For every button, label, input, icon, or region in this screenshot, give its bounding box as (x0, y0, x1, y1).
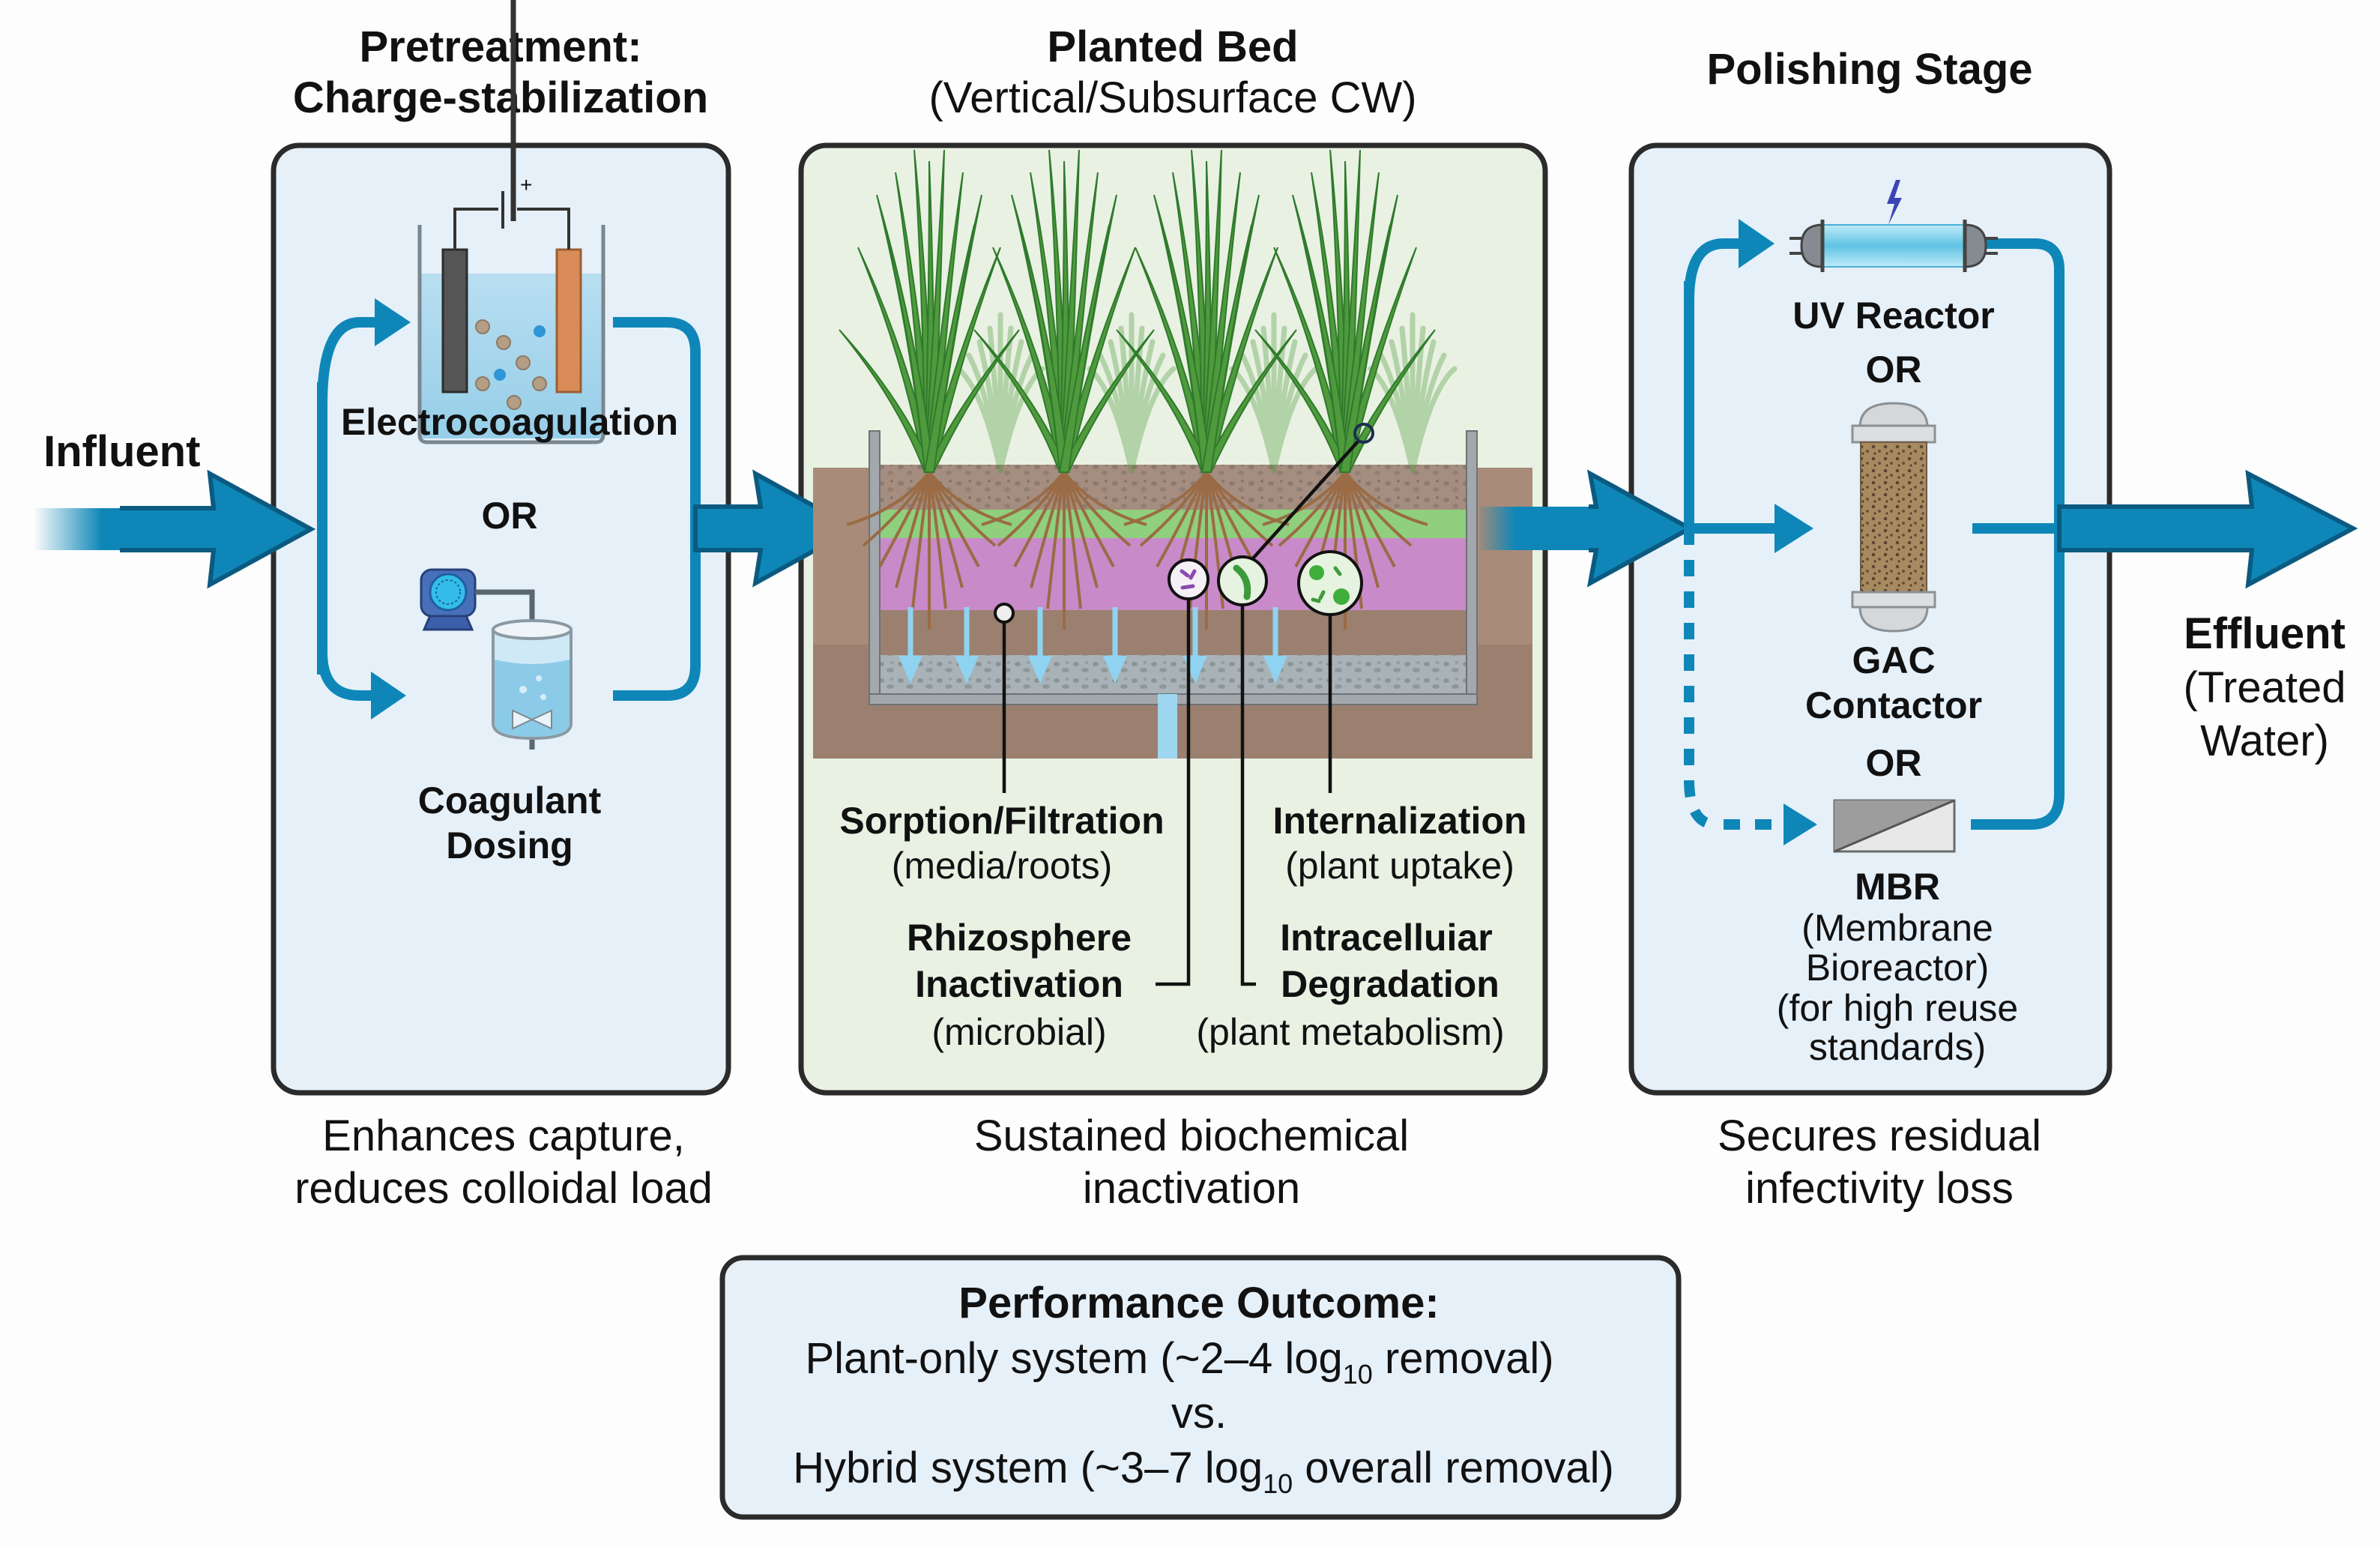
mbr-detail-line-4: standards) (1809, 1026, 1986, 1068)
downflow-arrow-icon (898, 607, 922, 684)
performance-hybrid: Hybrid system (~3–7 log10 overall remova… (793, 1444, 1614, 1499)
mixing-tank-icon (492, 619, 573, 741)
mechanism-sorption-name: Sorption/Filtration (839, 800, 1164, 842)
reed-plant-icon (1254, 149, 1436, 630)
performance-plant-only: Plant-only system (~2–4 log10 removal) (805, 1334, 1553, 1390)
planted-bed-caption-line-2: inactivation (1083, 1164, 1300, 1213)
membrane-module-icon (1833, 799, 1956, 853)
mechanism-leaders (994, 423, 1374, 986)
virus-icon (1168, 558, 1209, 600)
mechanism-rhizosphere-name-1: Rhizosphere (907, 917, 1132, 959)
flow-arrowhead (371, 672, 406, 720)
performance-vs: vs. (1171, 1389, 1227, 1438)
electrocoagulation-label: Electrocoagulation (341, 401, 678, 443)
polishing-title: Polishing Stage (1706, 45, 2032, 94)
influent-label: Influent (43, 427, 200, 476)
effluent-arrow (2057, 469, 2358, 589)
planted-bed-title: Planted Bed (1047, 22, 1298, 71)
electrocoagulation-cell-icon: + (417, 0, 605, 444)
drain-outlet-icon (1158, 694, 1177, 759)
flow-arrowhead (1784, 803, 1817, 845)
pretreatment-caption-line-1: Enhances capture, (322, 1112, 685, 1160)
performance-title: Performance Outcome: (958, 1279, 1439, 1327)
mechanism-rhizosphere-detail: (microbial) (931, 1011, 1106, 1053)
performance-outcome-box (719, 1255, 1682, 1520)
coagulant-dosing-label-line-1: Coagulant (418, 779, 602, 821)
polishing-flow-lines (1684, 219, 2065, 845)
reed-plant-icon (1368, 312, 1458, 474)
mbr-detail-line-3: (for high reuse (1777, 987, 2018, 1029)
downflow-arrow-icon (955, 607, 979, 684)
uv-lamp-icon (1789, 180, 1998, 272)
lightning-icon (1887, 180, 1902, 225)
mbr-label: MBR (1855, 866, 1940, 908)
reed-plants (839, 149, 1458, 630)
mechanism-internalization-detail: (plant uptake) (1285, 845, 1514, 887)
mechanism-intracellular-detail: (plant metabolism) (1196, 1011, 1504, 1053)
reed-plant-icon (1116, 149, 1297, 630)
effluent-sub-line-2: Water) (2200, 717, 2329, 765)
downflow-arrow-icon (1103, 607, 1127, 684)
mechanism-intracellular-name-1: Intracelluiar (1280, 917, 1492, 959)
particle-icon (994, 603, 1015, 624)
flow-arrow-to-planted-bed (693, 469, 860, 588)
pretreatment-title-line-1: Pretreatment: (359, 22, 641, 71)
gac-label-line-2: Contactor (1805, 684, 1982, 726)
reed-plant-icon (973, 149, 1155, 630)
polishing-or-2: OR (1866, 742, 1922, 784)
flow-arrow-to-polishing (1480, 469, 1695, 588)
planted-bed-subtitle: (Vertical/Subsurface CW) (928, 73, 1416, 122)
mechanism-internalization-name: Internalization (1273, 800, 1527, 842)
pretreatment-or: OR (482, 495, 538, 537)
pretreatment-caption-line-2: reduces colloidal load (295, 1164, 713, 1213)
polishing-or-1: OR (1866, 349, 1922, 390)
uv-reactor-label: UV Reactor (1792, 295, 1995, 337)
flow-arrowhead (375, 298, 411, 346)
mechanism-intracellular-name-2: Degradation (1281, 963, 1499, 1005)
pretreatment-title-line-2: Charge-stabilization (293, 73, 708, 122)
dosing-pump-icon (420, 568, 535, 750)
flow-arrowhead (1775, 504, 1813, 553)
reed-plant-icon (955, 312, 1045, 474)
coagulant-dosing-label-line-2: Dosing (446, 824, 573, 866)
effluent-label: Effluent (2184, 609, 2346, 658)
svg-text:+: + (520, 173, 532, 196)
effluent-sub-line-1: (Treated (2183, 663, 2346, 712)
reed-plant-icon (1087, 312, 1177, 474)
gac-label-line-1: GAC (1852, 639, 1935, 681)
mbr-detail-line-1: (Membrane (1801, 907, 1993, 949)
influent-arrow (34, 469, 316, 589)
mechanism-sorption-detail: (media/roots) (892, 845, 1113, 887)
polishing-caption-line-1: Secures residual (1718, 1112, 2041, 1160)
planted-bed-caption-line-1: Sustained biochemical (974, 1112, 1409, 1160)
mbr-detail-line-2: Bioreactor) (1806, 947, 1990, 989)
microbe-cluster-icon (1297, 550, 1363, 616)
polishing-caption-line-2: infectivity loss (1745, 1164, 2014, 1213)
reed-plant-icon (839, 149, 1020, 630)
pretreatment-panel (271, 142, 731, 1096)
reed-plant-icon (1229, 312, 1319, 474)
gac-column-icon (1851, 402, 1936, 633)
downflow-arrow-icon (1028, 607, 1052, 684)
mechanism-rhizosphere-name-2: Inactivation (915, 963, 1123, 1005)
flow-arrowhead (1739, 219, 1775, 268)
downflow-arrow-icon (1263, 607, 1287, 684)
